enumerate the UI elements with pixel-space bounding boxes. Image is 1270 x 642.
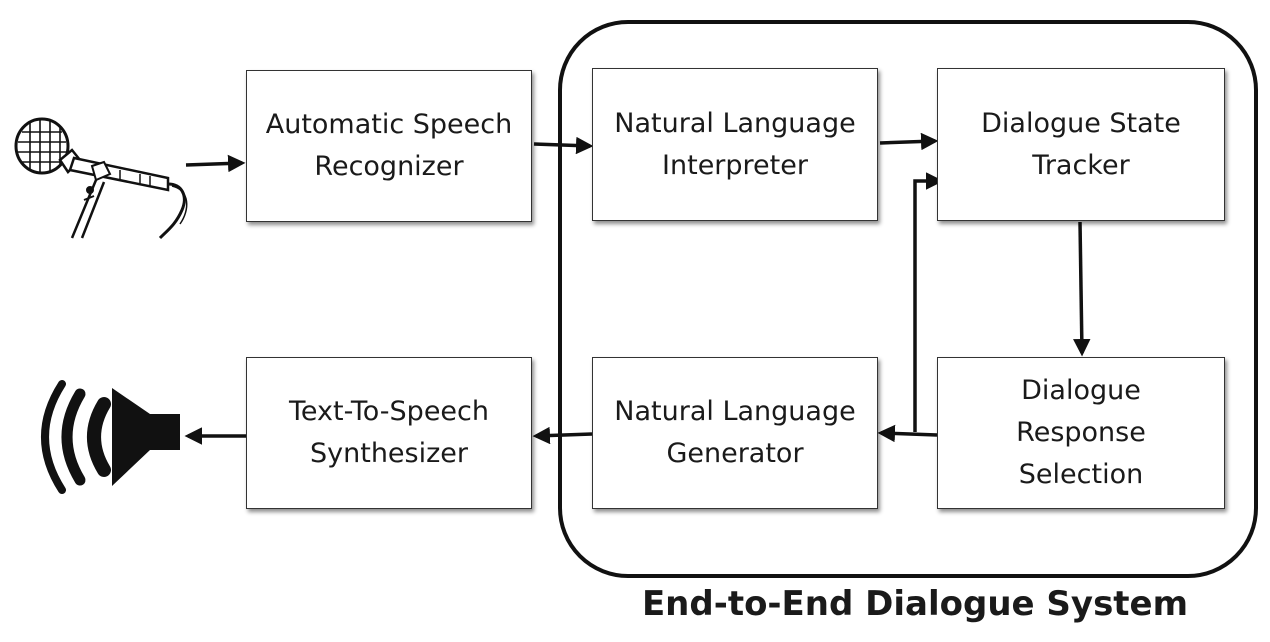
microphone-icon bbox=[14, 117, 188, 240]
edge-dst-to-drs bbox=[1073, 221, 1091, 357]
node-label-line: Text-To-Speech bbox=[289, 396, 489, 427]
edge-asr-to-nli bbox=[533, 136, 594, 155]
node-label-line: Synthesizer bbox=[310, 438, 468, 469]
edge-drs-to-nlg bbox=[877, 424, 938, 443]
node-label-line: Dialogue State bbox=[981, 107, 1181, 139]
node-dialogue-response-selection: Dialogue Response Selection bbox=[937, 357, 1225, 509]
edge-drs-to-dst bbox=[913, 172, 944, 432]
edge-microphone-to-asr bbox=[185, 154, 246, 173]
edge-nli-to-dst bbox=[879, 132, 939, 151]
end-to-end-system-boundary bbox=[558, 20, 1258, 578]
node-natural-language-interpreter: Natural Language Interpreter bbox=[592, 68, 878, 221]
node-label-line: Tracker bbox=[1032, 149, 1130, 181]
node-label-line: Dialogue bbox=[1021, 375, 1141, 406]
edge-nlg-to-tts bbox=[532, 426, 593, 445]
node-label-line: Selection bbox=[1018, 459, 1144, 490]
node-natural-language-generator: Natural Language Generator bbox=[592, 357, 878, 509]
node-label-line: Generator bbox=[666, 438, 804, 469]
node-automatic-speech-recognizer: Automatic Speech Recognizer bbox=[246, 70, 532, 222]
node-label-line: Natural Language bbox=[614, 396, 856, 427]
node-label-line: Response bbox=[1016, 417, 1146, 448]
system-title: End-to-End Dialogue System bbox=[641, 584, 1189, 624]
node-label-line: Recognizer bbox=[314, 151, 464, 182]
node-label-line: Automatic Speech bbox=[265, 109, 513, 140]
node-label-line: Interpreter bbox=[662, 149, 808, 181]
node-dialogue-state-tracker: Dialogue State Tracker bbox=[937, 68, 1225, 221]
node-label-line: Natural Language bbox=[614, 107, 856, 139]
node-text-to-speech-synthesizer: Text-To-Speech Synthesizer bbox=[246, 357, 532, 509]
speaker-icon bbox=[41, 380, 180, 494]
